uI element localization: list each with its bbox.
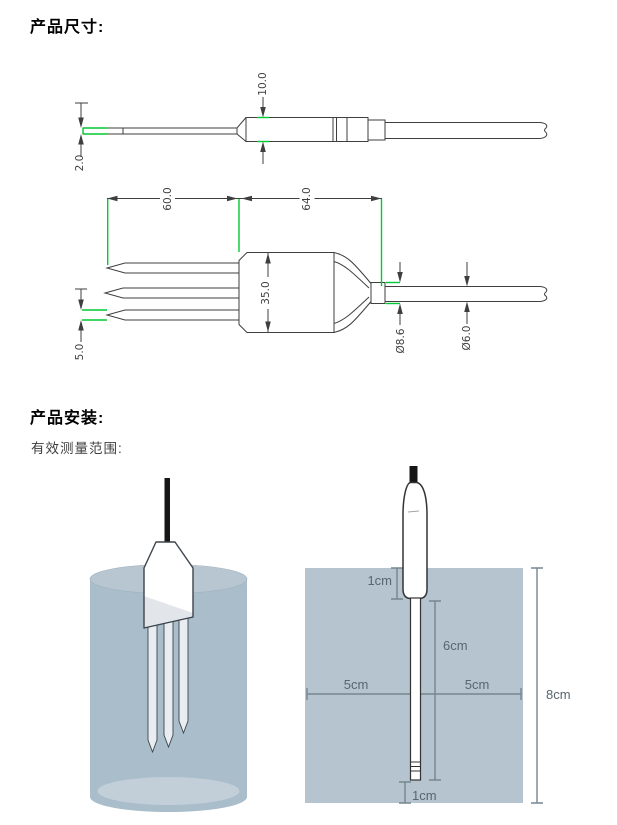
dim-label-body-diameter-side: 10.0 — [257, 72, 269, 95]
prong-top — [105, 262, 240, 274]
dim-label-cable-diameter: Ø6.0 — [461, 326, 473, 351]
cable-front — [385, 286, 548, 302]
probe-tip-rings — [410, 761, 421, 772]
label-probe-depth: 6cm — [443, 638, 468, 653]
dim-label-body-diameter-front: 35.0 — [260, 281, 272, 304]
label-top-insert-depth: 1cm — [367, 573, 392, 588]
soil-range-figure: 1cm 6cm 5cm 5cm 8cm 1cm — [305, 466, 571, 804]
probe-shaft-b — [409, 597, 422, 781]
sensor-body-a-submerged — [144, 596, 193, 628]
dim-label-needle-diameter: 5.0 — [74, 344, 86, 361]
cable-gland-front — [370, 282, 386, 304]
label-bottom-clearance: 1cm — [412, 788, 437, 803]
label-total-depth: 8cm — [546, 687, 571, 702]
dim-label-gland-diameter: Ø8.6 — [395, 328, 407, 353]
dim-label-needle-thickness: 2.0 — [74, 155, 86, 172]
prong-middle — [103, 287, 240, 299]
sensor-body-front — [238, 252, 335, 333]
bucket-bottom-inside — [97, 777, 240, 805]
dim-label-body-length: 64.0 — [301, 187, 313, 210]
prong-bottom — [105, 309, 240, 321]
section-title-product-dimensions: 产品尺寸: — [30, 19, 105, 36]
sensor-front-view-drawing — [75, 185, 548, 342]
section-title-product-installation: 产品安装: — [30, 410, 105, 427]
sensor-side-view-drawing — [75, 97, 548, 164]
subtitle-effective-range: 有效测量范围: — [31, 441, 123, 456]
sensor-prongs-a — [147, 617, 189, 754]
sensor-cable-a — [164, 478, 170, 545]
bucket-figure — [89, 478, 248, 812]
cad-green-extension-lines — [82, 116, 400, 321]
dim-label-probe-length: 60.0 — [162, 187, 174, 210]
cable-side — [385, 122, 548, 139]
sensor-cable-b — [409, 466, 418, 484]
label-right-range: 5cm — [465, 677, 490, 692]
sensor-body-side — [245, 117, 369, 142]
cable-gland-side — [367, 119, 386, 141]
range-dimension-lines — [306, 567, 543, 804]
probe-body-b — [402, 481, 428, 600]
needle-profile — [82, 127, 238, 135]
cad-arrowheads — [78, 107, 470, 332]
label-left-range: 5cm — [344, 677, 369, 692]
